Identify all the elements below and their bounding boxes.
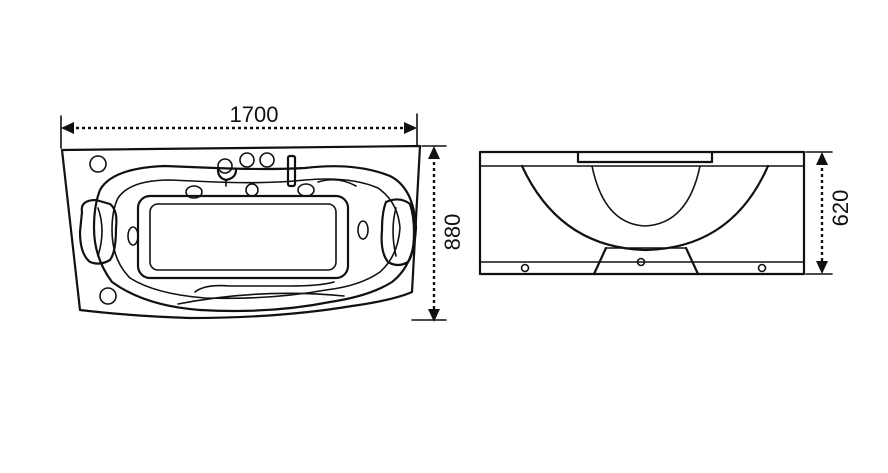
side-view-bolt-left xyxy=(520,263,530,273)
top-view-outer-rim xyxy=(60,144,422,320)
height-arrow-bottom xyxy=(816,261,828,274)
top-view-right-headrest-shadow xyxy=(392,207,397,257)
side-view-outline xyxy=(478,150,806,276)
height-label: 620 xyxy=(828,190,853,227)
top-view-floor-inner xyxy=(149,203,337,271)
jet-right xyxy=(357,220,369,240)
dimension-height: 620 xyxy=(805,151,853,275)
side-view xyxy=(478,150,806,276)
top-view-left-headrest-shadow xyxy=(97,207,103,257)
top-view-front-contour xyxy=(177,292,345,305)
top-view xyxy=(60,144,422,320)
top-view-right-headrest xyxy=(380,198,416,267)
faucet-knob xyxy=(217,158,233,174)
width-arrow-top xyxy=(428,146,440,159)
handshower-handle xyxy=(286,154,297,188)
top-view-front-contour-2 xyxy=(194,281,335,293)
top-view-basin-outer xyxy=(92,164,418,313)
top-view-basin-inner xyxy=(111,178,401,300)
jet-back-3 xyxy=(297,183,315,197)
jet-left xyxy=(127,226,139,246)
side-view-support xyxy=(592,246,700,276)
side-view-centre-lip xyxy=(576,150,714,164)
control-knob-2 xyxy=(259,152,275,168)
length-arrow-left xyxy=(61,122,74,134)
length-label: 1700 xyxy=(230,102,279,127)
corner-knob-bottom-left xyxy=(99,287,117,305)
jet-back-2 xyxy=(245,183,259,197)
length-arrow-right xyxy=(404,122,417,134)
side-view-bolt-right xyxy=(757,263,767,273)
side-view-basin-inner xyxy=(591,165,701,227)
dimension-length: 1700 xyxy=(60,102,418,149)
width-label: 880 xyxy=(440,214,465,251)
corner-knob-top-left xyxy=(89,155,107,173)
top-view-back-right-detail xyxy=(317,178,357,187)
top-view-floor-outer xyxy=(136,194,350,280)
width-arrow-bottom xyxy=(428,309,440,322)
control-knob-1 xyxy=(239,152,255,168)
dimension-width: 880 xyxy=(411,145,465,322)
top-view-left-headrest xyxy=(78,198,118,265)
side-view-bolt-centre xyxy=(636,257,646,267)
height-arrow-top xyxy=(816,152,828,165)
side-view-basin-outer xyxy=(520,164,770,252)
jet-back-1 xyxy=(185,185,203,199)
